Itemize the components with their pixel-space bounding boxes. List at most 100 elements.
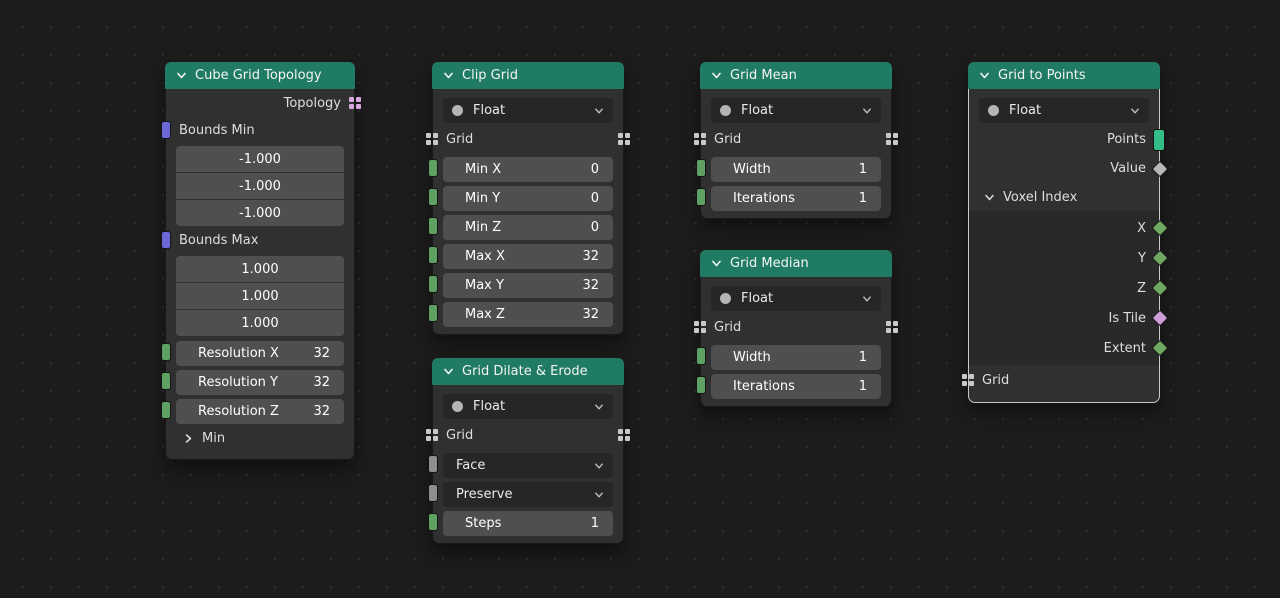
panel-voxel-index[interactable]: Voxel Index	[969, 183, 1159, 211]
integer-input-socket[interactable]	[428, 216, 438, 235]
number-field[interactable]: Max Z 32	[443, 302, 613, 327]
topology-grid-output-socket[interactable]	[349, 97, 361, 109]
data-type-dropdown[interactable]: Float	[979, 98, 1149, 123]
chevron-down-icon[interactable]	[711, 258, 722, 269]
output-label: Extent	[1103, 340, 1146, 356]
integer-input-socket[interactable]	[428, 158, 438, 177]
grid-output-socket[interactable]	[886, 321, 898, 333]
integer-input-socket[interactable]	[428, 187, 438, 206]
integer-input-socket[interactable]	[161, 342, 171, 361]
grid-output-socket[interactable]	[618, 133, 630, 145]
integer-field-output-socket[interactable]	[1151, 279, 1169, 297]
mode-dropdown[interactable]: Face	[443, 453, 613, 478]
chevron-right-icon[interactable]	[183, 433, 194, 444]
float-type-icon	[720, 293, 731, 304]
number-field[interactable]: Resolution Y 32	[176, 370, 344, 395]
mode-row: Face	[428, 449, 623, 478]
field-value: 1	[858, 350, 867, 365]
field-label: Max X	[465, 249, 505, 264]
number-field[interactable]: Width 1	[711, 345, 881, 370]
preserve-dropdown[interactable]: Preserve	[443, 482, 613, 507]
integer-input-socket[interactable]	[161, 371, 171, 390]
value-field[interactable]: -1.000	[176, 173, 344, 199]
integer-input-socket[interactable]	[428, 245, 438, 264]
value-field[interactable]: -1.000	[176, 146, 344, 172]
integer-input-socket[interactable]	[428, 303, 438, 322]
bounds-min-row: Bounds Min	[161, 117, 354, 143]
data-type-dropdown[interactable]: Float	[443, 394, 613, 419]
number-field[interactable]: Resolution X 32	[176, 341, 344, 366]
value-field[interactable]: 1.000	[176, 310, 344, 336]
number-field[interactable]: Max Y 32	[443, 273, 613, 298]
grid-input-socket[interactable]	[426, 429, 438, 441]
grid-input-socket[interactable]	[426, 133, 438, 145]
node-title: Grid to Points	[998, 68, 1086, 83]
chevron-down-icon[interactable]	[176, 70, 187, 81]
node-header[interactable]: Grid Mean	[700, 62, 892, 89]
chevron-down-icon[interactable]	[979, 70, 990, 81]
number-field[interactable]: Iterations 1	[711, 186, 881, 211]
grid-input-socket[interactable]	[694, 133, 706, 145]
number-field[interactable]: Steps 1	[443, 511, 613, 536]
boolean-field-output-socket[interactable]	[1151, 309, 1169, 327]
value-field[interactable]: 1.000	[176, 256, 344, 282]
value-field-output-socket[interactable]	[1151, 160, 1169, 177]
geometry-output-socket[interactable]	[1153, 128, 1165, 151]
grid-output-socket[interactable]	[886, 133, 898, 145]
width-row: Width 1	[696, 153, 891, 182]
node-grid-to-points[interactable]: Grid to Points Float Points Value Voxel …	[962, 62, 1169, 403]
menu-input-socket[interactable]	[428, 454, 438, 473]
node-header[interactable]: Clip Grid	[432, 62, 624, 89]
number-field[interactable]: Min X 0	[443, 157, 613, 182]
menu-input-socket[interactable]	[428, 483, 438, 502]
integer-input-socket[interactable]	[696, 158, 706, 177]
node-header[interactable]: Grid to Points	[968, 62, 1160, 89]
node-grid-dilate-erode[interactable]: Grid Dilate & Erode Float Grid Face Pres…	[426, 358, 630, 544]
panel-label: Voxel Index	[1003, 189, 1078, 205]
data-type-dropdown[interactable]: Float	[711, 286, 881, 311]
data-type-dropdown[interactable]: Float	[443, 98, 613, 123]
chevron-down-icon[interactable]	[711, 70, 722, 81]
integer-input-socket[interactable]	[696, 375, 706, 394]
chevron-down-icon[interactable]	[443, 366, 454, 377]
node-cube-grid-topology[interactable]: Cube Grid Topology Topology Bounds Min -…	[161, 62, 361, 460]
integer-input-socket[interactable]	[696, 346, 706, 365]
value-field[interactable]: 1.000	[176, 283, 344, 309]
panel-min-collapsed[interactable]: Min	[166, 424, 354, 452]
grid-io-row: Grid	[694, 313, 898, 341]
integer-input-socket[interactable]	[428, 274, 438, 293]
grid-input-socket[interactable]	[962, 374, 974, 386]
field-value: 32	[313, 346, 330, 361]
node-grid-mean[interactable]: Grid Mean Float Grid Width 1 Iterations …	[694, 62, 898, 219]
integer-field-output-socket[interactable]	[1151, 249, 1169, 267]
integer-field-output-socket[interactable]	[1151, 339, 1169, 357]
data-type-dropdown[interactable]: Float	[711, 98, 881, 123]
number-field[interactable]: Max X 32	[443, 244, 613, 269]
grid-output-socket[interactable]	[618, 429, 630, 441]
grid-input-socket[interactable]	[694, 321, 706, 333]
number-field[interactable]: Iterations 1	[711, 374, 881, 399]
float-type-icon	[720, 105, 731, 116]
value-field[interactable]: -1.000	[176, 200, 344, 226]
field-label: Steps	[465, 516, 502, 531]
integer-input-socket[interactable]	[428, 512, 438, 531]
number-field[interactable]: Min Y 0	[443, 186, 613, 211]
node-header[interactable]: Grid Median	[700, 250, 892, 277]
number-field[interactable]: Min Z 0	[443, 215, 613, 240]
chevron-down-icon[interactable]	[443, 70, 454, 81]
integer-input-socket[interactable]	[696, 187, 706, 206]
number-field[interactable]: Resolution Z 32	[176, 399, 344, 424]
node-grid-median[interactable]: Grid Median Float Grid Width 1 Iteration…	[694, 250, 898, 407]
number-field[interactable]: Width 1	[711, 157, 881, 182]
chevron-down-icon[interactable]	[984, 192, 995, 203]
node-header[interactable]: Grid Dilate & Erode	[432, 358, 624, 385]
grid-input-row: Grid	[962, 365, 1159, 395]
vector-input-socket[interactable]	[161, 231, 171, 249]
vector-input-socket[interactable]	[161, 121, 171, 139]
field-value: 1	[590, 516, 599, 531]
integer-field-output-socket[interactable]	[1151, 219, 1169, 237]
integer-input-socket[interactable]	[161, 400, 171, 419]
node-header[interactable]: Cube Grid Topology	[165, 62, 355, 89]
node-clip-grid[interactable]: Clip Grid Float Grid Min X 0 Min Y 0	[426, 62, 630, 335]
